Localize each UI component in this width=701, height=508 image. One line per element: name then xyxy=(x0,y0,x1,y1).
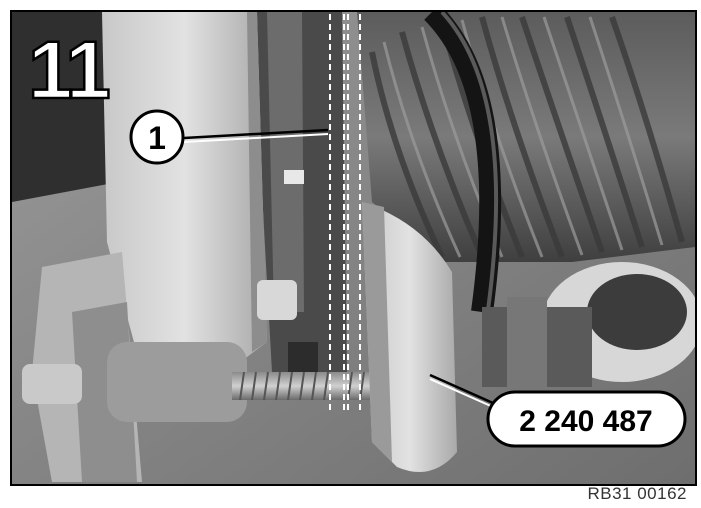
callout-1-circle xyxy=(129,109,185,165)
hub-nut xyxy=(257,280,297,320)
bearing-inner xyxy=(587,274,687,350)
photo-frame: 11 1 2 240 487 xyxy=(10,10,697,486)
gap-indicator-lines xyxy=(329,14,361,412)
spring-coil xyxy=(424,12,502,314)
callout-1-leader-halo xyxy=(183,133,329,143)
disc-highlight xyxy=(267,12,304,312)
puller-boss xyxy=(107,342,247,422)
puller-arm xyxy=(102,12,267,372)
boot-ribs xyxy=(369,16,685,259)
rubber-boot xyxy=(357,12,695,262)
callout-1-leader xyxy=(183,128,329,140)
puller-arm-edge xyxy=(247,12,267,352)
tool-part-number: 2 240 487 xyxy=(519,405,652,438)
tool-part-number-box xyxy=(486,390,687,448)
workshop-photo: 11 1 2 240 487 xyxy=(12,12,695,484)
shaft-nut xyxy=(507,297,547,392)
special-tool-block-shade xyxy=(362,202,392,462)
step-number: 11 xyxy=(28,25,109,116)
bolt-head xyxy=(22,364,82,404)
reference-code: RB31 00162 xyxy=(587,484,687,503)
hub-clip xyxy=(288,342,318,372)
callout-1-label: 1 xyxy=(148,120,166,156)
tool-callout-leader xyxy=(429,373,503,409)
spring-coil-highlight xyxy=(440,12,499,311)
disc-slot xyxy=(284,170,304,184)
